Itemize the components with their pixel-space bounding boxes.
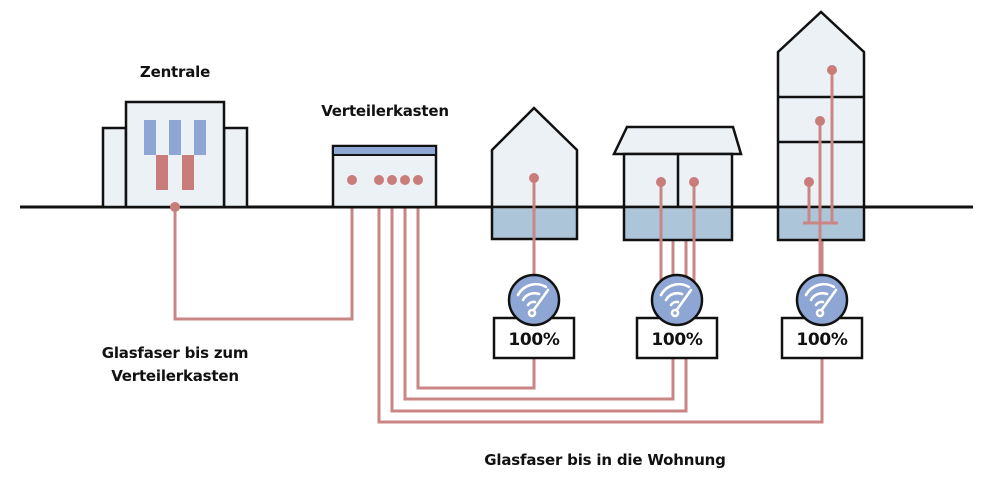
wifi-speedometer-icon [650, 273, 704, 327]
speed-meter: 100% [492, 273, 576, 360]
house-3 [776, 10, 866, 285]
fiber-to-cabinet-label-line1: Glasfaser bis zum [101, 344, 249, 362]
speed-value: 100% [796, 330, 848, 350]
house-2-fiber-node [689, 177, 699, 187]
speed-meter: 100% [635, 273, 719, 360]
house-1-fiber-node [529, 173, 539, 183]
cabinet-fiber-node [413, 175, 423, 185]
wifi-icon [804, 282, 838, 318]
cabinet-fiber-node [387, 175, 397, 185]
zentrale-building [101, 100, 249, 212]
house-3-fiber-node [815, 116, 825, 126]
needle-pivot [815, 308, 825, 318]
house-1 [490, 106, 579, 285]
house-3-fiber-node [804, 177, 814, 187]
zentrale-blue-bar [194, 120, 206, 155]
zentrale-blue-bar [169, 120, 181, 155]
speed-value: 100% [651, 330, 703, 350]
house-2 [612, 125, 743, 285]
cabinet-fiber-node [347, 175, 357, 185]
needle-pivot [527, 308, 537, 318]
needle-pivot [670, 308, 680, 318]
speed-meter: 100% [780, 273, 864, 360]
house-2-fiber-node [656, 177, 666, 187]
speedometer-needle-icon [674, 288, 693, 313]
zentrale-red-bar [156, 155, 168, 190]
cabinet-fiber-node [374, 175, 384, 185]
verteilerkasten-label: Verteilerkasten [321, 102, 449, 120]
zentrale-red-bar [182, 155, 194, 190]
cabinet-fiber-node [400, 175, 410, 185]
verteilerkasten-cabinet [331, 144, 438, 209]
speedometer-needle-icon [531, 288, 550, 313]
wifi-speedometer-icon [507, 273, 561, 327]
speedometer-needle-icon [819, 288, 838, 313]
wifi-speedometer-icon [795, 273, 849, 327]
fiber-line-cabinet-to-house-3 [377, 180, 824, 424]
zentrale-label: Zentrale [139, 63, 211, 81]
zentrale-blue-bar [144, 120, 156, 155]
zentrale-fiber-node [170, 202, 180, 212]
wifi-icon [659, 282, 693, 318]
speed-value: 100% [508, 330, 560, 350]
wifi-icon [516, 282, 550, 318]
fiber-to-cabinet-label-line2: Verteilerkasten [111, 367, 239, 385]
fiber-to-home-label: Glasfaser bis in die Wohnung [484, 451, 726, 469]
house-3-fiber-node [827, 65, 837, 75]
fiber-line-central-to-cabinet [173, 180, 354, 321]
